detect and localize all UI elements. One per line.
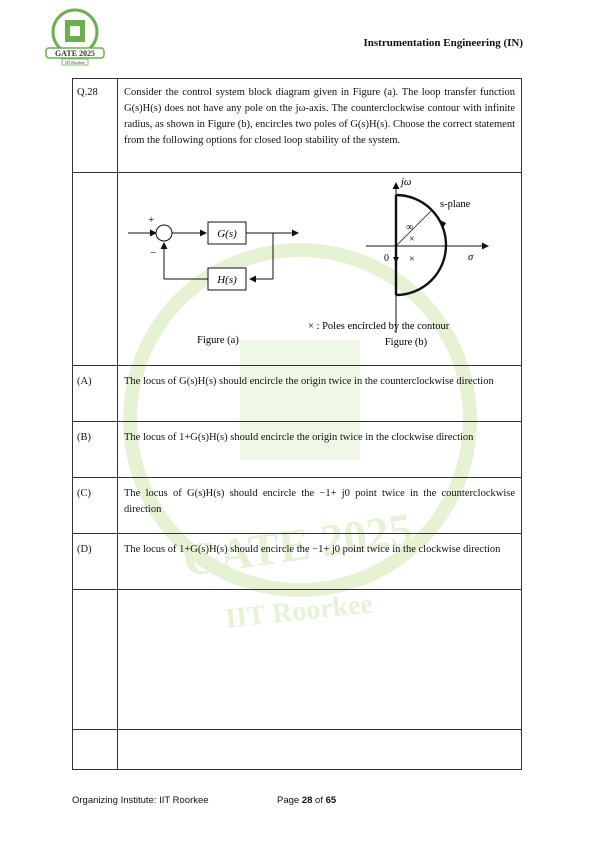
minus-sign: − xyxy=(150,247,156,259)
logo-text: GATE 2025 xyxy=(55,49,95,58)
question-table: Q.28 Consider the control system block d… xyxy=(72,78,522,770)
question-number: Q.28 xyxy=(72,78,118,173)
figures: + − G(s) H(s) Figure (a) xyxy=(128,177,489,348)
radius-label: ∞ xyxy=(406,222,413,233)
blank-row-2 xyxy=(72,729,522,770)
block-diagram: + − G(s) H(s) xyxy=(128,214,299,291)
option-row-b: (B) The locus of 1+G(s)H(s) should encir… xyxy=(72,421,522,478)
figure-cell: + − G(s) H(s) Figure (a) xyxy=(117,172,522,366)
s-plane-label: s-plane xyxy=(440,199,471,210)
option-row-c: (C) The locus of G(s)H(s) should encircl… xyxy=(72,477,522,534)
current-page: 28 xyxy=(301,795,313,806)
question-stem: Consider the control system block diagra… xyxy=(117,78,522,173)
total-pages: 65 xyxy=(325,795,337,806)
blank-row-1 xyxy=(72,589,522,730)
plus-sign: + xyxy=(148,214,154,226)
question-row: Q.28 Consider the control system block d… xyxy=(72,78,522,173)
pole-marker-2: × xyxy=(409,254,415,265)
gate-2025-logo: GATE 2025 IIT Roorkee xyxy=(45,8,105,66)
option-a-text: The locus of G(s)H(s) should encircle th… xyxy=(117,365,522,422)
pole-legend: × : Poles encircled by the contour xyxy=(308,321,450,332)
footer-organizer: Organizing Institute: IIT Roorkee xyxy=(72,795,209,806)
footer-page-number: Page 28 of 65 xyxy=(277,795,337,806)
s-plane-contour: ∞ × × jω σ s-plane 0 xyxy=(366,177,489,333)
option-c-label: (C) xyxy=(72,477,118,534)
forward-block-label: G(s) xyxy=(217,228,237,240)
option-row-d: (D) The locus of 1+G(s)H(s) should encir… xyxy=(72,533,522,590)
feedback-block-label: H(s) xyxy=(216,274,237,286)
option-b-text: The locus of 1+G(s)H(s) should encircle … xyxy=(117,421,522,478)
summing-junction xyxy=(155,224,173,242)
paper-title: Instrumentation Engineering (IN) xyxy=(363,37,523,49)
figure-a-caption: Figure (a) xyxy=(197,335,239,346)
origin-label: 0 xyxy=(384,253,389,264)
logo-subtext: IIT Roorkee xyxy=(65,60,85,65)
option-d-text: The locus of 1+G(s)H(s) should encircle … xyxy=(117,533,522,590)
imag-axis-label: jω xyxy=(399,177,411,188)
option-a-label: (A) xyxy=(72,365,118,422)
real-axis-label: σ xyxy=(468,252,474,263)
option-d-label: (D) xyxy=(72,533,118,590)
pole-marker-1: × xyxy=(409,234,415,245)
option-c-text: The locus of G(s)H(s) should encircle th… xyxy=(117,477,522,534)
figure-row: + − G(s) H(s) Figure (a) xyxy=(72,172,522,366)
option-b-label: (B) xyxy=(72,421,118,478)
option-row-a: (A) The locus of G(s)H(s) should encircl… xyxy=(72,365,522,422)
figure-b-caption: Figure (b) xyxy=(385,337,428,348)
